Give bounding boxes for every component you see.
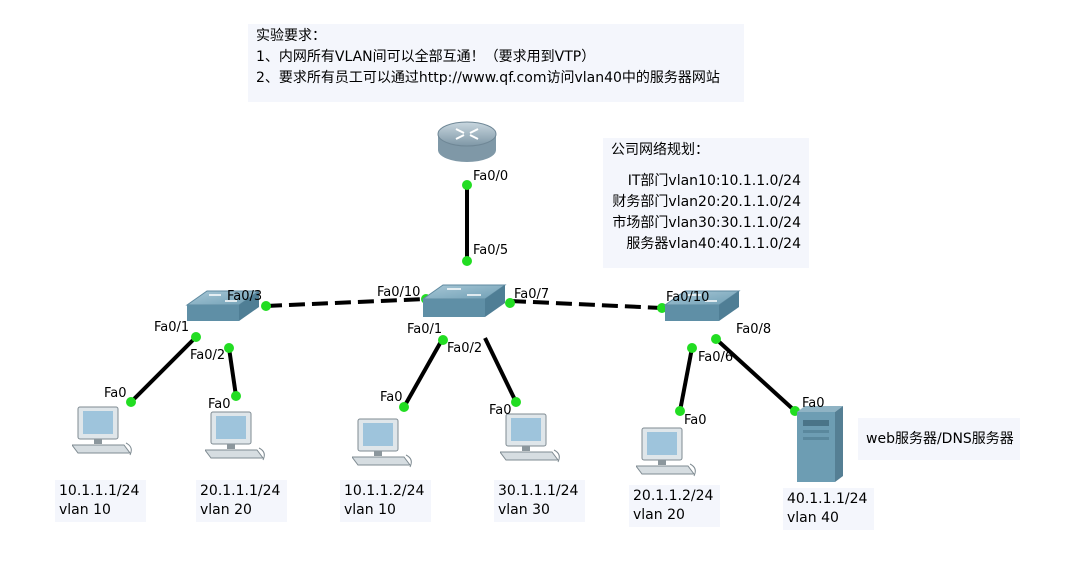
port-label-pc2-fa0: Fa0 <box>208 397 231 412</box>
dot-pc3-fa0 <box>399 402 409 412</box>
port-label-core-fa01: Fa0/1 <box>407 322 443 337</box>
port-label-router-fa00: Fa0/0 <box>473 169 509 184</box>
host-label-pc1: 10.1.1.1/24 vlan 10 <box>55 480 146 522</box>
dot-pc4-fa0 <box>511 397 521 407</box>
dot-core-fa05 <box>462 256 472 266</box>
host-ip: 20.1.1.2/24 <box>633 488 714 504</box>
dot-router-fa00 <box>462 180 472 190</box>
port-label-left-fa01: Fa0/1 <box>154 320 190 335</box>
link-core-pc3 <box>402 337 445 408</box>
host-ip: 40.1.1.1/24 <box>787 491 868 507</box>
host-label-pc5: 20.1.1.2/24 vlan 20 <box>629 485 720 527</box>
router-icon[interactable] <box>437 121 497 162</box>
network-plan-note: 公司网络规划： IT部门vlan10:10.1.1.0/24 财务部门vlan20:… <box>603 138 809 268</box>
server-caption: web服务器/DNS服务器 <box>858 418 1020 460</box>
host-vlan: vlan 10 <box>344 502 396 518</box>
requirement-2: 2、要求所有员工可以通过http://www.qf.com访问vlan40中的服… <box>256 70 720 86</box>
host-label-pc3: 10.1.1.2/24 vlan 10 <box>340 480 431 522</box>
dot-pc1-fa0 <box>126 397 136 407</box>
host-label-pc2: 20.1.1.1/24 vlan 20 <box>196 480 287 522</box>
plan-item-finance: 财务部门vlan20:20.1.1.0/24 <box>612 194 801 210</box>
plan-item-it: IT部门vlan10:10.1.1.0/24 <box>627 173 801 189</box>
dot-pc5-fa0 <box>675 406 685 416</box>
link-right-server <box>714 337 797 413</box>
dot-left-fa01 <box>191 332 201 342</box>
plan-item-market: 市场部门vlan30:30.1.1.0/24 <box>612 215 801 231</box>
plan-item-server: 服务器vlan40:40.1.1.0/24 <box>626 236 801 252</box>
port-label-pc1-fa0: Fa0 <box>104 386 127 401</box>
link-core-pc4 <box>483 337 518 403</box>
requirement-1: 1、内网所有VLAN间可以全部互通！（要求用到VTP） <box>256 49 596 65</box>
host-label-pc4: 30.1.1.1/24 vlan 30 <box>494 480 585 522</box>
pc3-icon[interactable] <box>352 417 418 475</box>
link-left-pc1 <box>129 335 198 404</box>
switch-left-icon[interactable] <box>185 290 261 321</box>
port-label-left-fa02: Fa0/2 <box>190 348 226 363</box>
requirements-note: 实验要求： 1、内网所有VLAN间可以全部互通！（要求用到VTP） 2、要求所有… <box>248 24 744 102</box>
dot-core-fa01 <box>438 335 448 345</box>
host-vlan: vlan 20 <box>200 502 252 518</box>
port-label-core-fa05: Fa0/5 <box>473 243 509 258</box>
switch-right-icon[interactable] <box>663 290 741 321</box>
dot-right-fa06 <box>687 343 697 353</box>
port-label-pc3-fa0: Fa0 <box>380 390 403 405</box>
port-label-right-fa06: Fa0/6 <box>698 350 734 365</box>
host-ip: 30.1.1.1/24 <box>498 483 579 499</box>
link-left-pc2 <box>227 347 238 397</box>
pc1-icon[interactable] <box>72 405 138 463</box>
port-label-right-fa08: Fa0/8 <box>736 322 772 337</box>
host-ip: 10.1.1.1/24 <box>59 483 140 499</box>
port-label-pc5-fa0: Fa0 <box>684 413 707 428</box>
host-vlan: vlan 40 <box>787 510 839 526</box>
host-vlan: vlan 20 <box>633 507 685 523</box>
dot-left-fa03 <box>261 301 271 311</box>
port-label-right-fa010: Fa0/10 <box>666 290 710 305</box>
host-vlan: vlan 10 <box>59 502 111 518</box>
link-right-pc5 <box>678 347 694 412</box>
pc2-icon[interactable] <box>205 410 271 468</box>
port-label-core-fa07: Fa0/7 <box>514 287 550 302</box>
dot-left-fa02 <box>224 343 234 353</box>
server-icon[interactable] <box>795 404 847 484</box>
host-ip: 20.1.1.1/24 <box>200 483 281 499</box>
host-vlan: vlan 30 <box>498 502 550 518</box>
port-label-core-fa02: Fa0/2 <box>447 341 483 356</box>
port-label-core-fa010: Fa0/10 <box>377 285 421 300</box>
requirements-title: 实验要求： <box>256 28 326 44</box>
plan-title: 公司网络规划： <box>611 142 709 158</box>
host-ip: 10.1.1.2/24 <box>344 483 425 499</box>
trunk-core-right <box>509 299 663 310</box>
trunk-left-core <box>265 297 427 308</box>
switch-core-icon[interactable] <box>421 284 507 317</box>
port-label-pc4-fa0: Fa0 <box>489 403 512 418</box>
host-label-server: 40.1.1.1/24 vlan 40 <box>783 488 874 530</box>
pc4-icon[interactable] <box>500 412 566 470</box>
dot-pc2-fa0 <box>231 391 241 401</box>
dot-right-fa08 <box>711 334 721 344</box>
port-label-left-fa03: Fa0/3 <box>227 289 263 304</box>
port-label-server-fa0: Fa0 <box>802 396 825 411</box>
dot-core-fa07 <box>505 298 515 308</box>
pc5-icon[interactable] <box>636 426 702 484</box>
